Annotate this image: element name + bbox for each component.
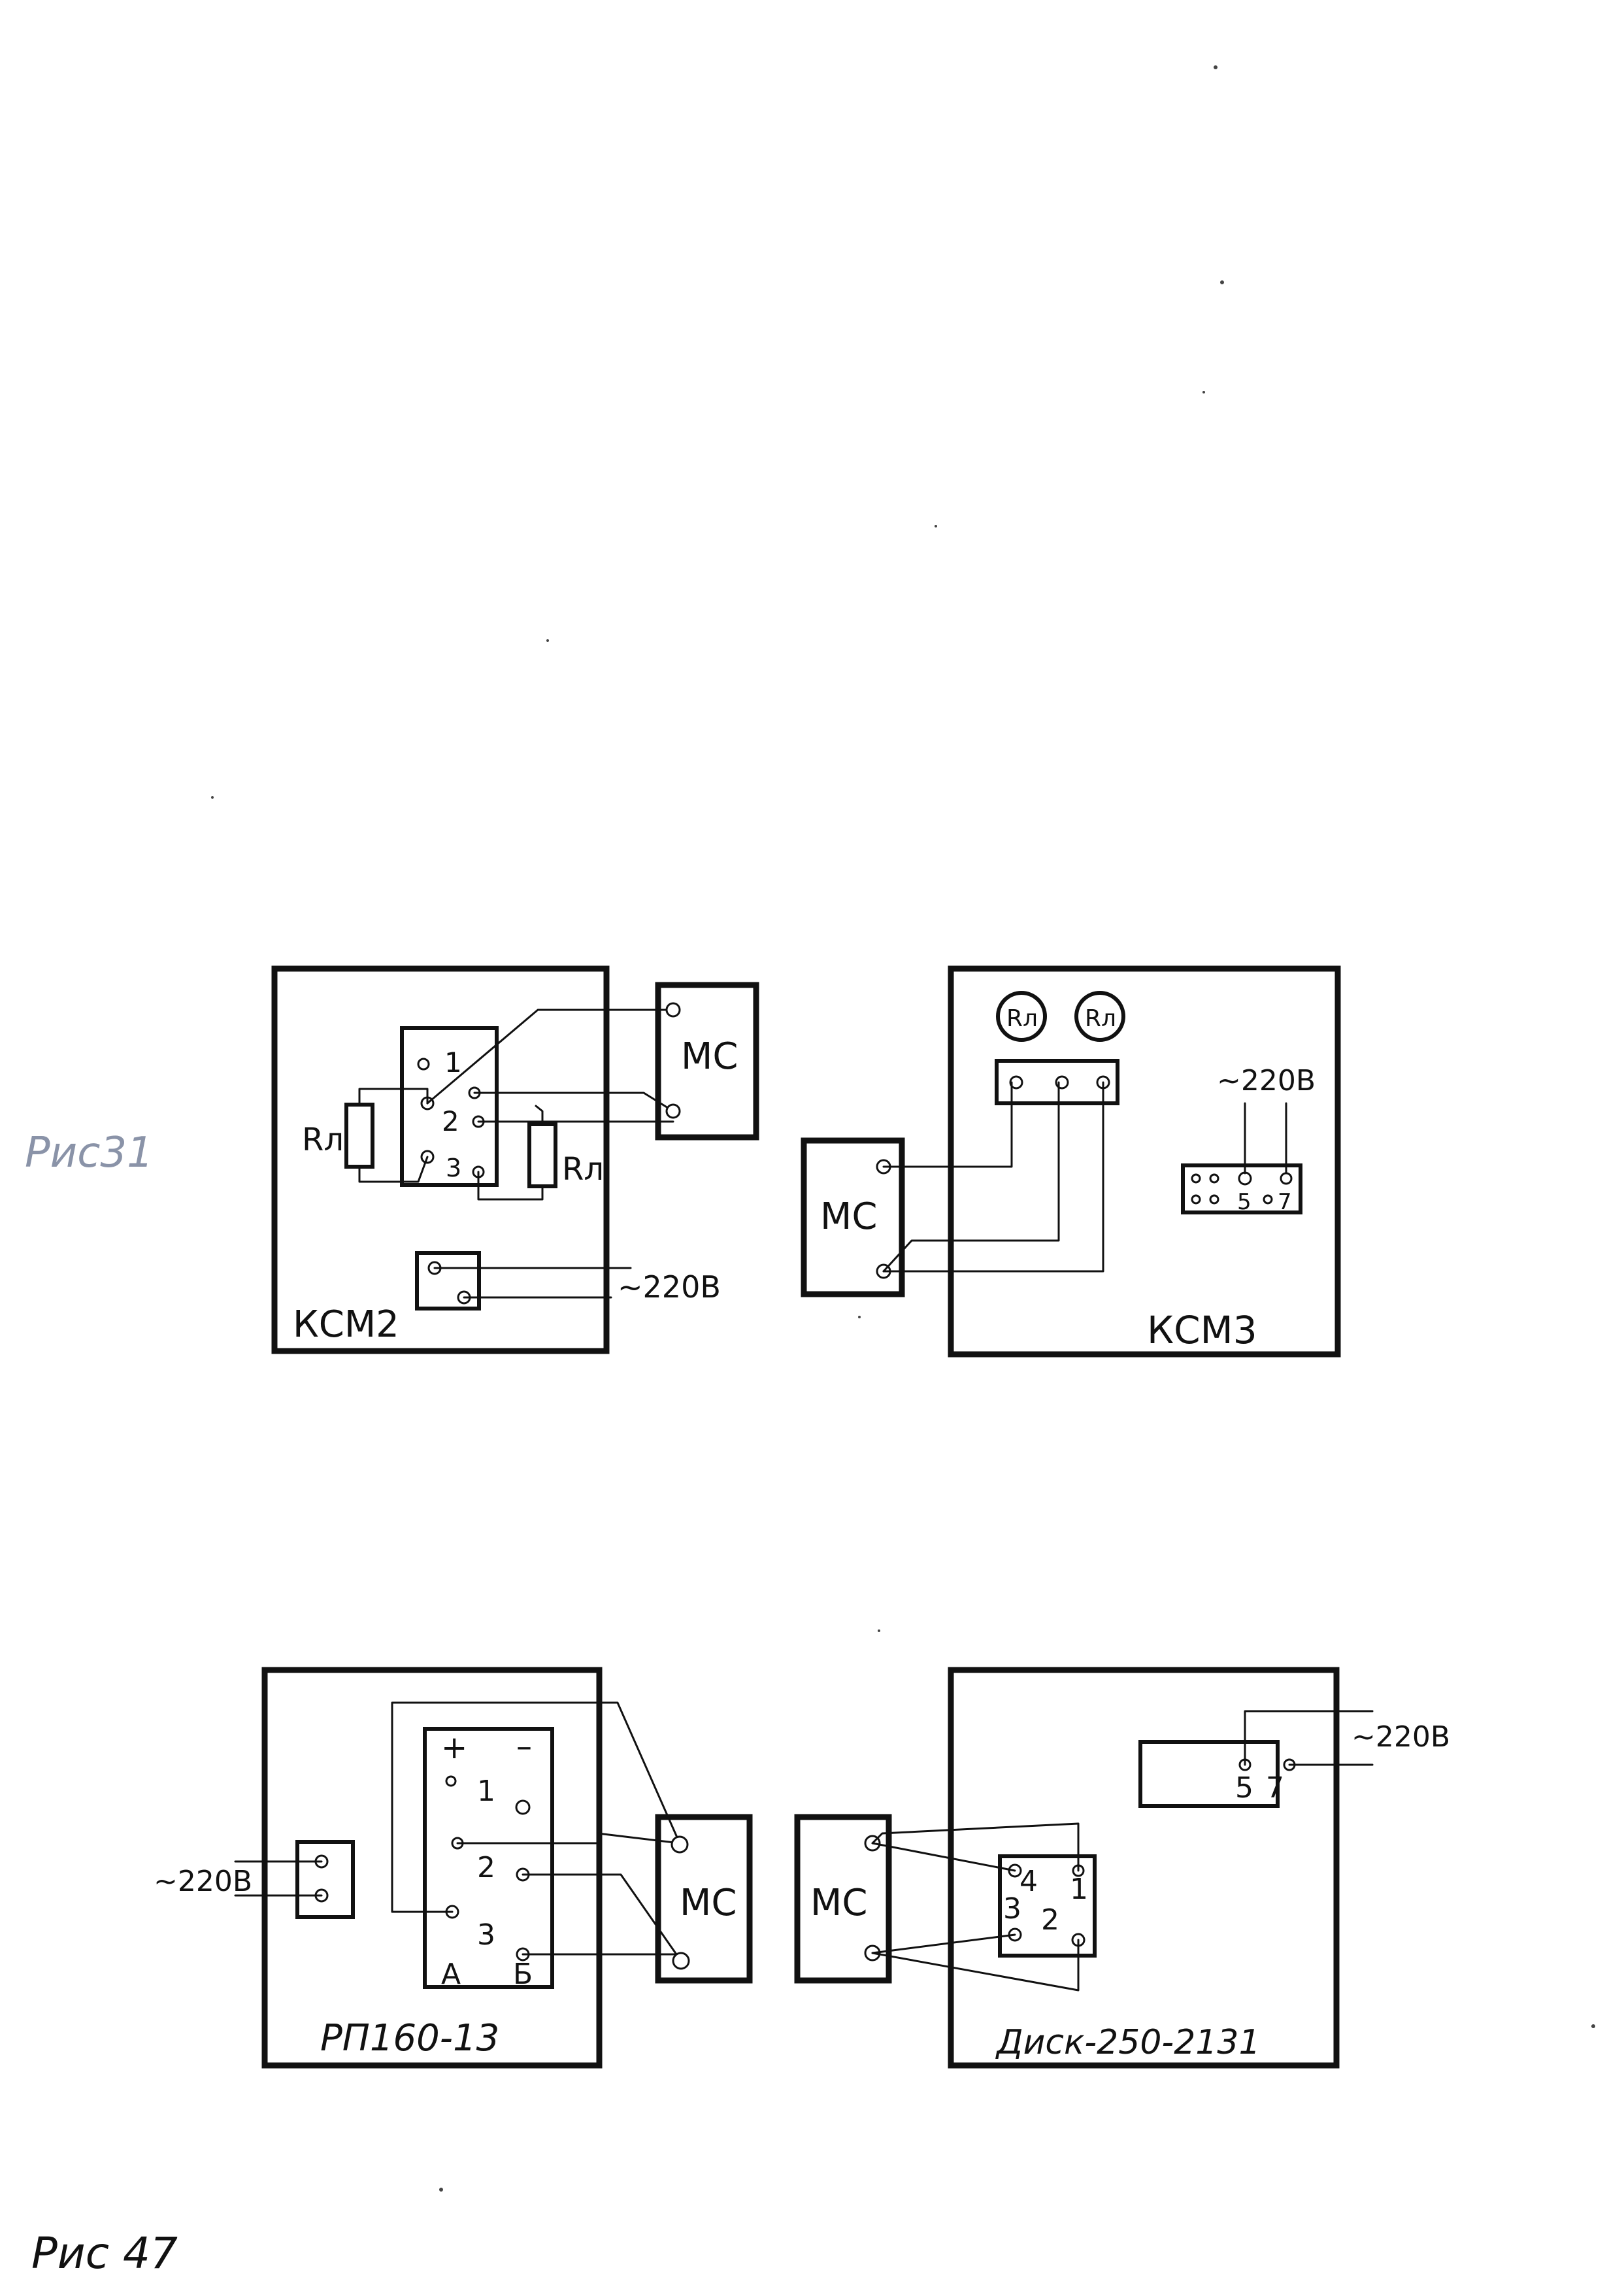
rp-pin-1: 1	[477, 1775, 495, 1808]
rp-terminal-minus	[515, 1799, 531, 1815]
ksm2-pin-1: 1	[444, 1046, 462, 1078]
rp-panel: + – 1 2 3 А Б ~220В РП160-13	[154, 1667, 682, 2069]
ksm2-resistor-left	[344, 1103, 374, 1169]
ksm3-terminal-block	[995, 1059, 1119, 1105]
rp-mc-terminal-top	[671, 1835, 689, 1854]
rp-mc-module: МС	[655, 1814, 753, 1984]
ksm2-frame	[271, 965, 610, 1354]
ksm3-title: КСМ3	[1147, 1308, 1257, 1352]
ksm3-connector-pin-e	[1263, 1194, 1273, 1205]
rp-power-socket	[295, 1840, 355, 1919]
disk-frame	[948, 1667, 1340, 2069]
ksm3-connector-pin-a	[1191, 1173, 1201, 1184]
rp-plus: +	[441, 1729, 467, 1766]
rp-minus: –	[516, 1728, 532, 1765]
rp-terminal-block	[423, 1727, 554, 1989]
ksm2-mc-label: МС	[681, 1035, 738, 1078]
figure-47-label: Рис 47	[31, 2228, 178, 2279]
scan-specks	[211, 65, 1595, 2192]
rp-mc-terminal-bottom	[672, 1952, 690, 1970]
ksm3-pin-7: 7	[1278, 1189, 1292, 1215]
ksm2-resistor-left-label: Rл	[302, 1122, 344, 1158]
ksm2-power-socket	[415, 1251, 481, 1310]
ksm2-mc-module: МС	[655, 982, 759, 1141]
disk-mc-module: МС	[794, 1814, 892, 1984]
ksm2-mc-terminal-bottom	[665, 1103, 681, 1119]
rp-title: РП160-13	[320, 2017, 499, 2060]
ksm2-pin-2: 2	[442, 1105, 459, 1137]
disk-pin-1: 1	[1070, 1873, 1088, 1906]
disk-mc-box	[794, 1814, 892, 1984]
ksm3-mc-box	[801, 1137, 905, 1297]
ksm3-connector-pin-5-top	[1238, 1171, 1252, 1186]
ksm2-panel: 1 2 3 Rл Rл ~220В КСМ2	[271, 965, 721, 1354]
disk-pin-3: 3	[1003, 1892, 1021, 1926]
disk-terminal-block	[998, 1854, 1097, 1958]
ksm3-mc-module: МС	[801, 1137, 905, 1297]
rp-mc-label: МС	[680, 1882, 737, 1924]
disk-panel: 4 1 3 2 5 7 ~220В Диск-250-2131	[871, 1667, 1450, 2069]
rp-terminal-plus	[445, 1775, 457, 1787]
ksm2-resistor-right-label: Rл	[562, 1151, 604, 1188]
rp-pin-2: 2	[477, 1851, 495, 1884]
ksm2-title: КСМ2	[293, 1303, 399, 1346]
disk-power-label: ~220В	[1351, 1720, 1450, 1754]
figure-31-pencil-label: Рис31	[25, 1129, 154, 1177]
ksm3-frame	[948, 965, 1341, 1358]
disk-pin-5: 5	[1235, 1771, 1253, 1805]
ksm3-connector-pin-c	[1191, 1194, 1201, 1205]
ksm2-pin-3: 3	[446, 1154, 461, 1182]
ksm2-terminal-block	[400, 1026, 499, 1187]
rp-frame	[261, 1667, 603, 2069]
ksm3-resistor-2-label: Rл	[1085, 1005, 1116, 1032]
ksm3-panel: Rл Rл 5 7 ~220В КСМ3	[882, 965, 1341, 1358]
rp-col-b: Б	[513, 1958, 533, 1991]
ksm3-pin-5: 5	[1237, 1189, 1251, 1215]
ksm3-power-label: ~220В	[1217, 1064, 1316, 1097]
disk-pin-7: 7	[1266, 1771, 1284, 1805]
rp-col-a: А	[441, 1958, 461, 1991]
rp-mc-box	[655, 1814, 753, 1984]
ksm3-resistor-1	[996, 991, 1047, 1042]
ksm2-terminal-1-left	[417, 1058, 430, 1071]
rp-power-label: ~220В	[154, 1865, 252, 1898]
disk-pin-4: 4	[1019, 1865, 1038, 1898]
ksm2-power-label: ~220В	[618, 1269, 721, 1305]
ksm3-mc-label: МС	[820, 1195, 877, 1238]
ksm3-power-connector	[1181, 1163, 1302, 1214]
ksm3-connector-pin-b	[1209, 1173, 1219, 1184]
ksm3-connector-pin-d	[1209, 1194, 1219, 1205]
ksm3-resistor-1-label: Rл	[1006, 1005, 1038, 1032]
disk-pin-2: 2	[1041, 1903, 1059, 1937]
ksm2-resistor-right	[527, 1122, 557, 1188]
disk-title: Диск-250-2131	[995, 2023, 1261, 2062]
rp-pin-3: 3	[477, 1918, 495, 1952]
ksm2-mc-terminal-top	[665, 1002, 681, 1018]
ksm2-mc-box	[655, 982, 759, 1141]
disk-power-connector	[1138, 1740, 1280, 1808]
ksm3-connector-pin-7-top	[1280, 1172, 1293, 1185]
disk-mc-label: МС	[810, 1882, 867, 1924]
ksm3-resistor-2	[1074, 991, 1125, 1042]
ksm3-block-terminal-1	[1009, 1075, 1023, 1090]
